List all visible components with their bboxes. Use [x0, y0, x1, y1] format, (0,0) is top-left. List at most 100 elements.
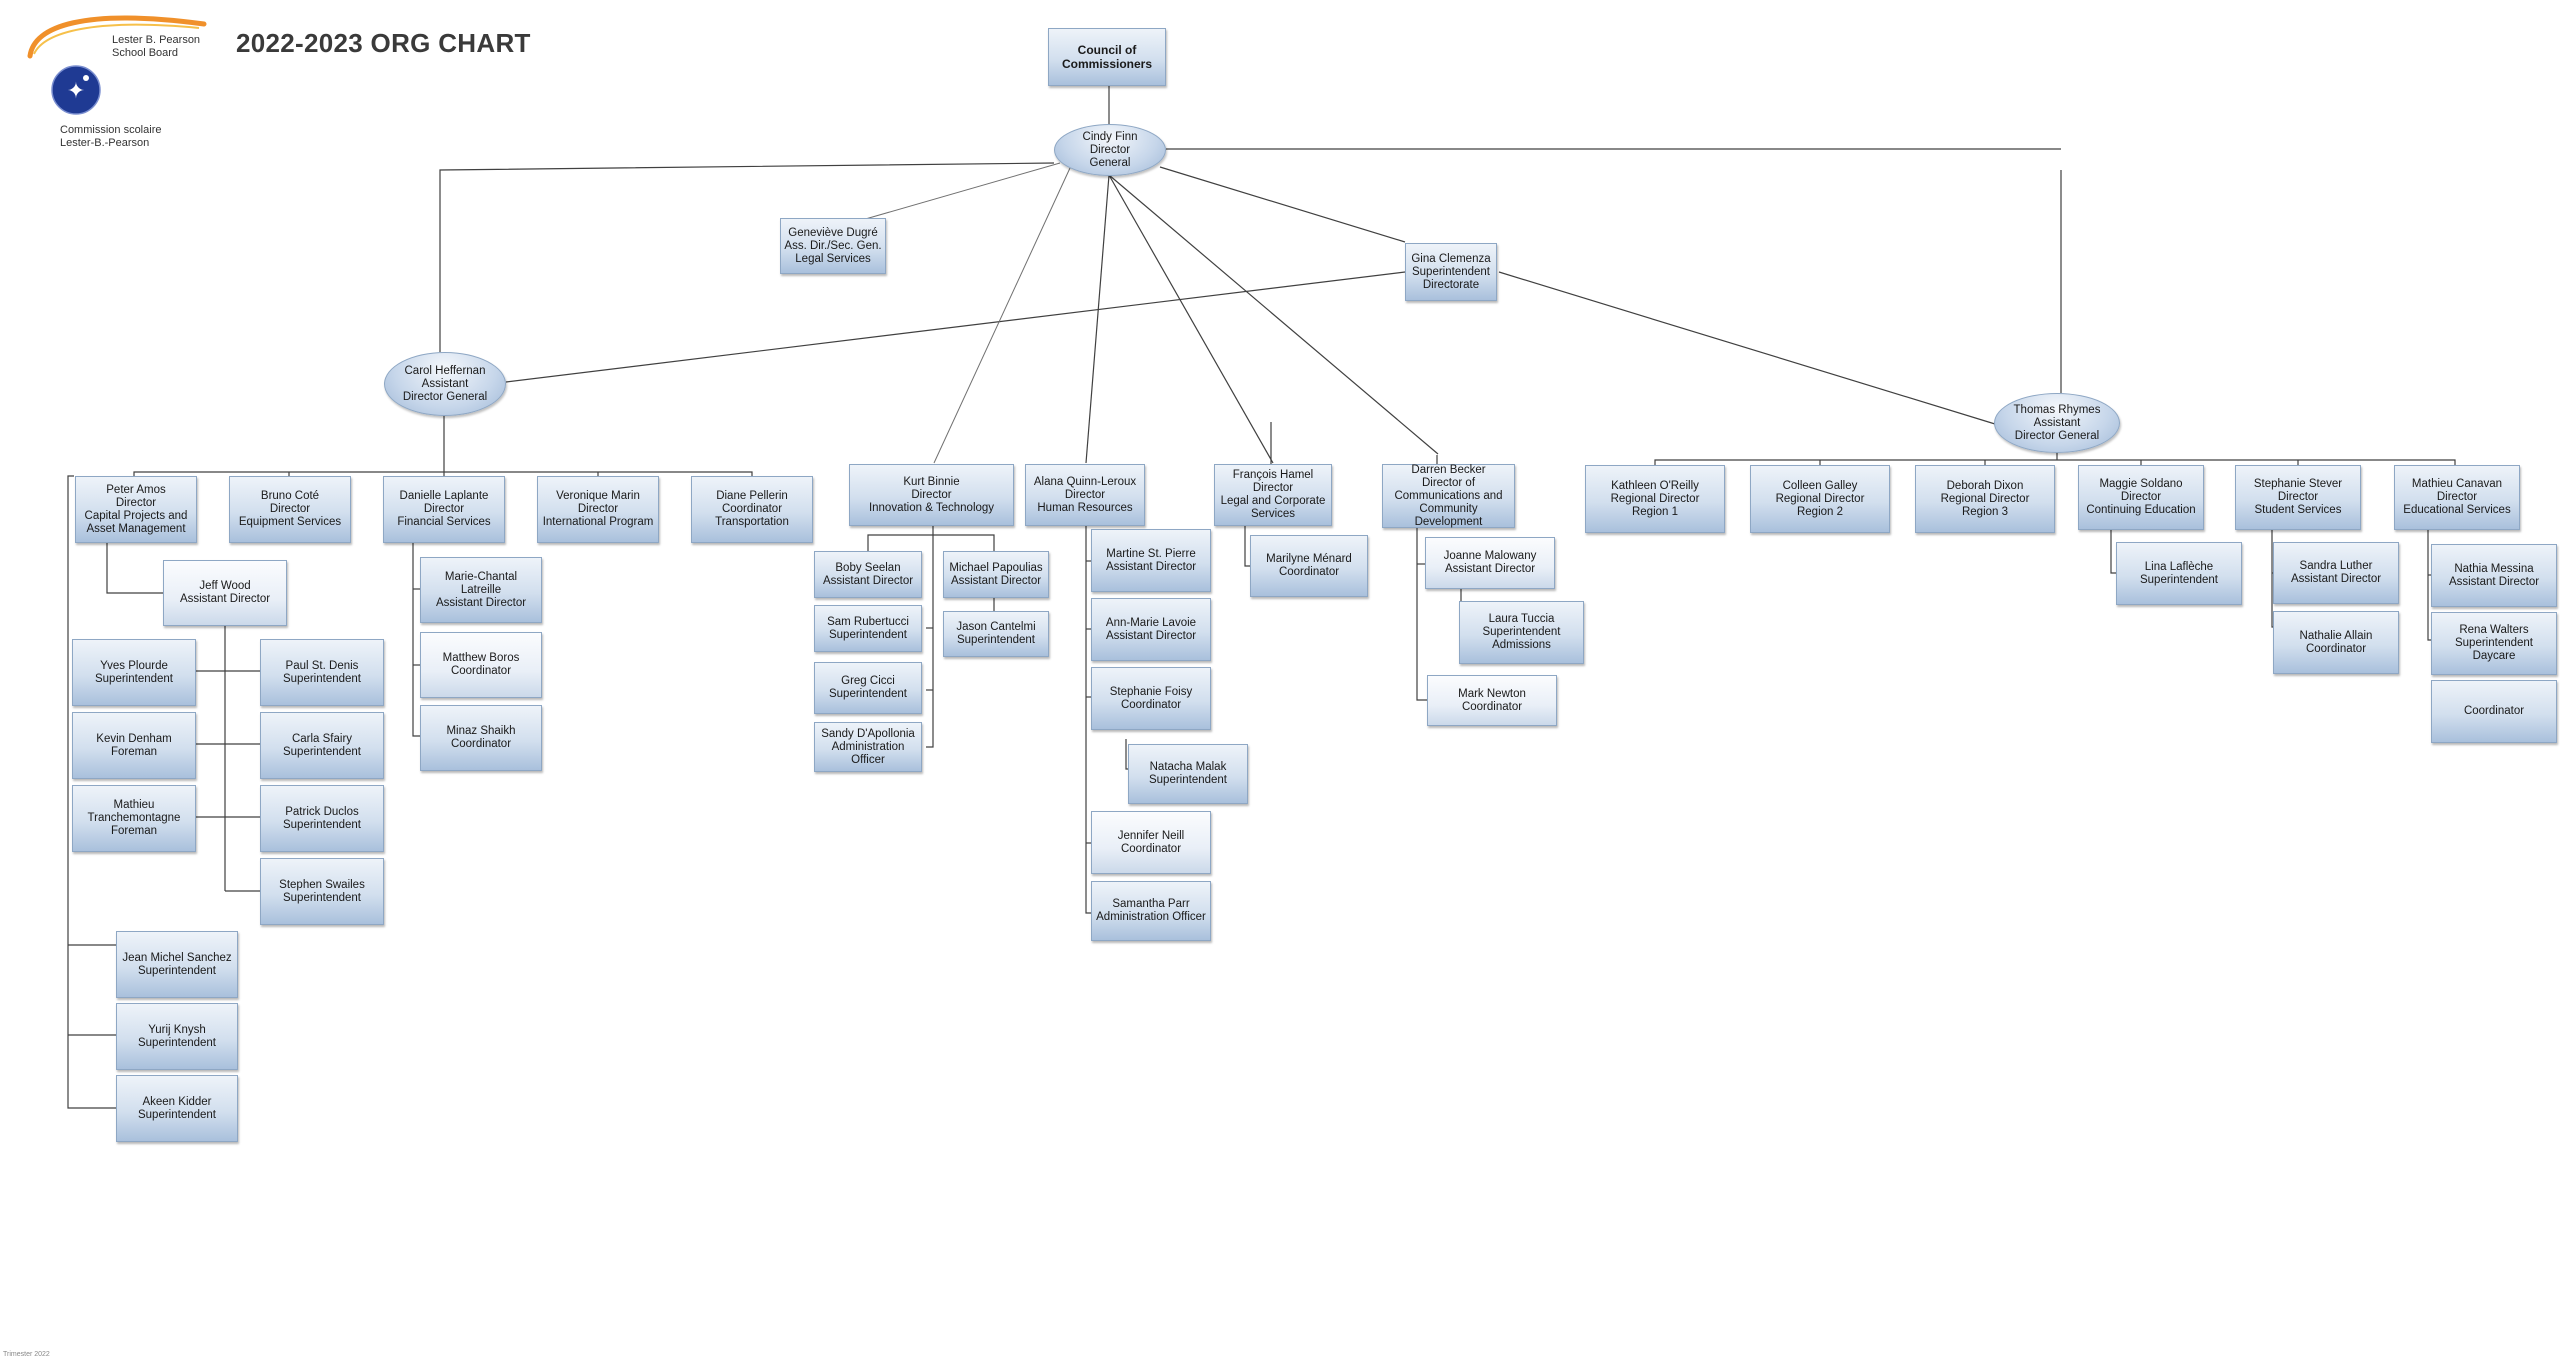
- node-maggie-soldano[interactable]: Maggie Soldano Director Continuing Educa…: [2078, 465, 2204, 530]
- node-yurij-knysh[interactable]: Yurij Knysh Superintendent: [116, 1003, 238, 1070]
- node-matthew-boros[interactable]: Matthew Boros Coordinator: [420, 632, 542, 698]
- node-ann-marie-lavoie-label: Ann-Marie Lavoie Assistant Director: [1105, 616, 1197, 642]
- node-jennifer-neill[interactable]: Jennifer Neill Coordinator: [1091, 811, 1211, 874]
- node-rena-walters[interactable]: Rena Walters Superintendent Daycare: [2431, 612, 2557, 675]
- node-alana-quinn-leroux[interactable]: Alana Quinn-Leroux Director Human Resour…: [1025, 464, 1145, 526]
- node-alana-quinn-leroux-label: Alana Quinn-Leroux Director Human Resour…: [1033, 475, 1137, 514]
- node-francois-hamel[interactable]: François Hamel Director Legal and Corpor…: [1214, 464, 1332, 526]
- node-marilyne-menard[interactable]: Marilyne Ménard Coordinator: [1250, 535, 1368, 597]
- node-lina-lafleche-label: Lina Laflèche Superintendent: [2139, 560, 2218, 586]
- node-stephanie-stever[interactable]: Stephanie Stever Director Student Servic…: [2235, 465, 2361, 530]
- node-sandra-luther-label: Sandra Luther Assistant Director: [2290, 560, 2382, 585]
- node-martine-st-pierre-label: Martine St. Pierre Assistant Director: [1105, 547, 1197, 573]
- node-bruno-cote-label: Bruno Coté Director Equipment Services: [238, 490, 342, 528]
- node-peter-amos[interactable]: Peter Amos Director Capital Projects and…: [75, 476, 197, 543]
- node-cindy-finn-label: Cindy Finn Director General: [1082, 130, 1138, 169]
- node-mathieu-canavan[interactable]: Mathieu Canavan Director Educational Ser…: [2394, 465, 2520, 530]
- node-jason-cantelmi[interactable]: Jason Cantelmi Superintendent: [943, 611, 1049, 657]
- node-kevin-denham-label: Kevin Denham Foreman: [96, 732, 172, 758]
- node-nathia-messina[interactable]: Nathia Messina Assistant Director: [2431, 544, 2557, 607]
- node-samantha-parr[interactable]: Samantha Parr Administration Officer: [1091, 881, 1211, 941]
- node-patrick-duclos[interactable]: Patrick Duclos Superintendent: [260, 785, 384, 852]
- node-matthew-boros-label: Matthew Boros Coordinator: [442, 652, 520, 677]
- node-marilyne-menard-label: Marilyne Ménard Coordinator: [1266, 553, 1352, 578]
- node-lina-lafleche[interactable]: Lina Laflèche Superintendent: [2116, 542, 2242, 605]
- node-samantha-parr-label: Samantha Parr Administration Officer: [1096, 898, 1206, 923]
- node-laura-tuccia-label: Laura Tuccia Superintendent Admissions: [1482, 613, 1561, 651]
- node-laura-tuccia[interactable]: Laura Tuccia Superintendent Admissions: [1459, 601, 1584, 664]
- node-boby-seelan[interactable]: Boby Seelan Assistant Director: [814, 551, 922, 598]
- node-joanne-malowany[interactable]: Joanne Malowany Assistant Director: [1425, 537, 1555, 589]
- node-darren-becker-label: Darren Becker Director of Communications…: [1394, 463, 1503, 528]
- school-board-logo: ✦ Lester B. Pearson School Board Commiss…: [24, 6, 214, 149]
- node-carla-sfairy[interactable]: Carla Sfairy Superintendent: [260, 712, 384, 779]
- node-thomas-rhymes-label: Thomas Rhymes Assistant Director General: [2013, 403, 2101, 442]
- node-minaz-shaikh[interactable]: Minaz Shaikh Coordinator: [420, 705, 542, 771]
- node-genevieve-dugre[interactable]: Geneviève Dugré Ass. Dir./Sec. Gen. Lega…: [780, 218, 886, 274]
- node-vacant-coordinator[interactable]: Coordinator: [2431, 680, 2557, 743]
- node-stephen-swailes[interactable]: Stephen Swailes Superintendent: [260, 858, 384, 925]
- node-kathleen-oreilly[interactable]: Kathleen O'Reilly Regional Director Regi…: [1585, 465, 1725, 533]
- node-nathia-messina-label: Nathia Messina Assistant Director: [2448, 562, 2540, 588]
- node-genevieve-dugre-label: Geneviève Dugré Ass. Dir./Sec. Gen. Lega…: [784, 226, 882, 265]
- node-bruno-cote[interactable]: Bruno Coté Director Equipment Services: [229, 476, 351, 543]
- node-danielle-laplante[interactable]: Danielle Laplante Director Financial Ser…: [383, 476, 505, 543]
- node-deborah-dixon[interactable]: Deborah Dixon Regional Director Region 3: [1915, 465, 2055, 533]
- node-yves-plourde-label: Yves Plourde Superintendent: [94, 659, 173, 685]
- node-danielle-laplante-label: Danielle Laplante Director Financial Ser…: [397, 490, 491, 528]
- node-jeff-wood[interactable]: Jeff Wood Assistant Director: [163, 560, 287, 626]
- node-jean-michel-sanchez-label: Jean Michel Sanchez Superintendent: [122, 951, 232, 977]
- node-kurt-binnie[interactable]: Kurt Binnie Director Innovation & Techno…: [849, 464, 1014, 526]
- node-carol-heffernan[interactable]: Carol Heffernan Assistant Director Gener…: [384, 352, 506, 416]
- node-marie-chantal-latreille[interactable]: Marie-Chantal Latreille Assistant Direct…: [420, 557, 542, 623]
- node-mathieu-tranchemontagne[interactable]: Mathieu Tranchemontagne Foreman: [72, 785, 196, 852]
- node-akeen-kidder[interactable]: Akeen Kidder Superintendent: [116, 1075, 238, 1142]
- svg-text:✦: ✦: [67, 79, 85, 104]
- node-mathieu-tranchemontagne-label: Mathieu Tranchemontagne Foreman: [87, 799, 181, 837]
- node-sandy-dapollonia[interactable]: Sandy D'Apollonia Administration Officer: [814, 722, 922, 772]
- node-joanne-malowany-label: Joanne Malowany Assistant Director: [1443, 550, 1537, 575]
- node-jean-michel-sanchez[interactable]: Jean Michel Sanchez Superintendent: [116, 931, 238, 998]
- node-jennifer-neill-label: Jennifer Neill Coordinator: [1117, 829, 1185, 855]
- node-mark-newton[interactable]: Mark Newton Coordinator: [1427, 675, 1557, 726]
- node-jeff-wood-label: Jeff Wood Assistant Director: [179, 580, 271, 605]
- node-martine-st-pierre[interactable]: Martine St. Pierre Assistant Director: [1091, 529, 1211, 592]
- node-darren-becker[interactable]: Darren Becker Director of Communications…: [1382, 464, 1515, 528]
- node-francois-hamel-label: François Hamel Director Legal and Corpor…: [1220, 469, 1326, 520]
- node-colleen-galley[interactable]: Colleen Galley Regional Director Region …: [1750, 465, 1890, 533]
- node-michael-papoulias-label: Michael Papoulias Assistant Director: [949, 561, 1043, 587]
- node-maggie-soldano-label: Maggie Soldano Director Continuing Educa…: [2086, 478, 2196, 516]
- node-gina-clemenza[interactable]: Gina Clemenza Superintendent Directorate: [1405, 243, 1497, 301]
- node-deborah-dixon-label: Deborah Dixon Regional Director Region 3: [1940, 479, 2030, 518]
- node-greg-cicci-label: Greg Cicci Superintendent: [828, 675, 907, 700]
- node-stephanie-foisy[interactable]: Stephanie Foisy Coordinator: [1091, 667, 1211, 730]
- node-yves-plourde[interactable]: Yves Plourde Superintendent: [72, 639, 196, 706]
- node-council-label: Council of Commissioners: [1061, 43, 1153, 71]
- node-mathieu-canavan-label: Mathieu Canavan Director Educational Ser…: [2403, 478, 2511, 516]
- node-ann-marie-lavoie[interactable]: Ann-Marie Lavoie Assistant Director: [1091, 598, 1211, 661]
- node-thomas-rhymes[interactable]: Thomas Rhymes Assistant Director General: [1994, 393, 2120, 453]
- node-michael-papoulias[interactable]: Michael Papoulias Assistant Director: [943, 551, 1049, 598]
- logo-emblem-icon: ✦: [27, 15, 207, 115]
- node-sam-rubertucci[interactable]: Sam Rubertucci Superintendent: [814, 605, 922, 652]
- logo-name-fr: Commission scolaire Lester-B.-Pearson: [60, 124, 162, 149]
- node-veronique-marin-label: Veronique Marin Director International P…: [542, 490, 654, 528]
- node-nathalie-allain[interactable]: Nathalie Allain Coordinator: [2273, 611, 2399, 674]
- node-greg-cicci[interactable]: Greg Cicci Superintendent: [814, 662, 922, 714]
- node-council[interactable]: Council of Commissioners: [1048, 28, 1166, 86]
- node-kurt-binnie-label: Kurt Binnie Director Innovation & Techno…: [868, 475, 995, 514]
- node-veronique-marin[interactable]: Veronique Marin Director International P…: [537, 476, 659, 543]
- node-mark-newton-label: Mark Newton Coordinator: [1458, 687, 1526, 713]
- node-natacha-malak[interactable]: Natacha Malak Superintendent: [1128, 744, 1248, 804]
- node-patrick-duclos-label: Patrick Duclos Superintendent: [282, 805, 361, 831]
- node-nathalie-allain-label: Nathalie Allain Coordinator: [2299, 629, 2373, 655]
- node-paul-st-denis[interactable]: Paul St. Denis Superintendent: [260, 639, 384, 706]
- node-diane-pellerin[interactable]: Diane Pellerin Coordinator Transportatio…: [691, 476, 813, 543]
- node-kevin-denham[interactable]: Kevin Denham Foreman: [72, 712, 196, 779]
- node-boby-seelan-label: Boby Seelan Assistant Director: [822, 561, 914, 587]
- node-sandy-dapollonia-label: Sandy D'Apollonia Administration Officer: [821, 727, 915, 766]
- node-carol-heffernan-label: Carol Heffernan Assistant Director Gener…: [402, 364, 488, 403]
- node-sandra-luther[interactable]: Sandra Luther Assistant Director: [2273, 542, 2399, 604]
- node-cindy-finn[interactable]: Cindy Finn Director General: [1054, 124, 1166, 176]
- node-minaz-shaikh-label: Minaz Shaikh Coordinator: [446, 725, 516, 750]
